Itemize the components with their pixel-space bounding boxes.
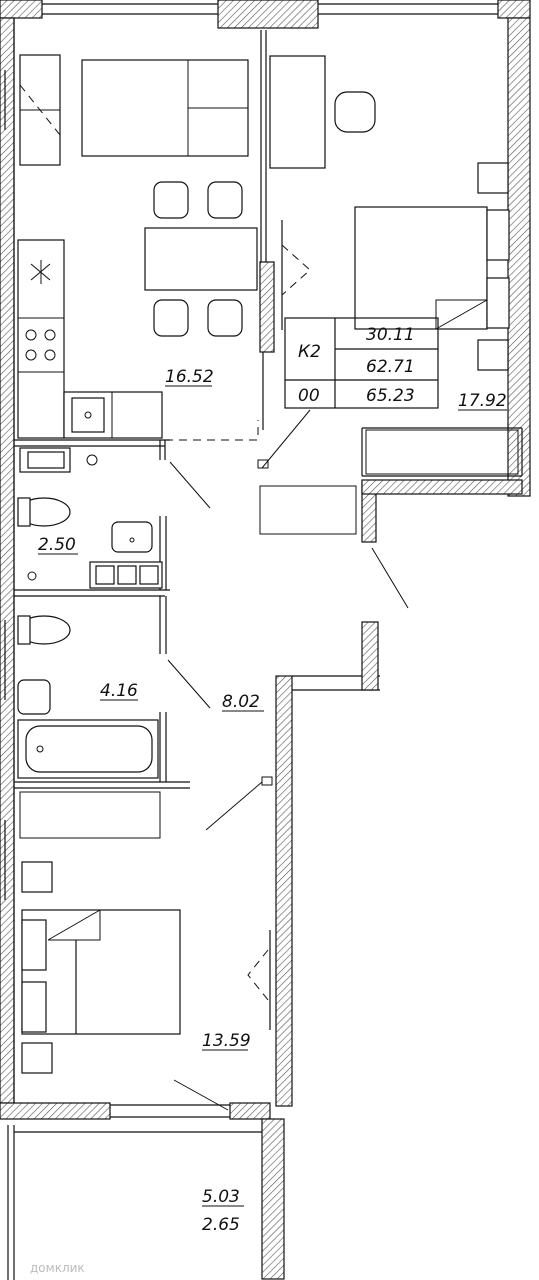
balcony-area: 5.03: [202, 1187, 240, 1207]
total-area-with-balcony: 65.23: [366, 386, 415, 406]
apartment-code: К2: [298, 342, 321, 362]
bedroom-1-area: 17.92: [458, 391, 507, 411]
bedroom-2-area: 13.59: [202, 1031, 251, 1051]
total-area: 62.71: [366, 357, 415, 377]
bathroom-area: 4.16: [100, 681, 138, 701]
watermark: домклик: [30, 1261, 85, 1275]
hall-area: 8.02: [222, 692, 260, 712]
area-table: К2 00 30.11 62.71 65.23: [284, 317, 439, 409]
wc-area: 2.50: [38, 535, 76, 555]
kitchen-living: [17, 54, 258, 439]
room-labels: 16.52 17.92 2.50 4.16 8.02 13.59 5.03 2.…: [38, 367, 507, 1235]
bedroom-1: [19, 55, 519, 839]
bedroom-2: [21, 861, 269, 1074]
bathroom-fixtures: [17, 447, 163, 779]
living-area: 30.11: [366, 325, 415, 345]
apartment-code-2: 00: [298, 386, 320, 406]
interior-partitions: [14, 409, 409, 1111]
kitchen-living-area: 16.52: [165, 367, 214, 387]
balcony-area-reduced: 2.65: [202, 1215, 240, 1235]
